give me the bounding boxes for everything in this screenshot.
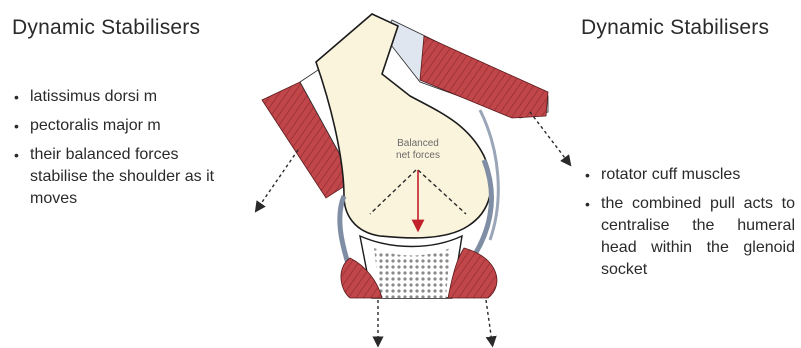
right-muscle-pull-arrow [530,112,568,162]
force-label-line2: net forces [396,150,440,161]
force-label-line1: Balanced [397,138,439,149]
lower-right-pull-arrow [486,300,492,342]
left-muscle-pull-arrow [258,150,298,208]
